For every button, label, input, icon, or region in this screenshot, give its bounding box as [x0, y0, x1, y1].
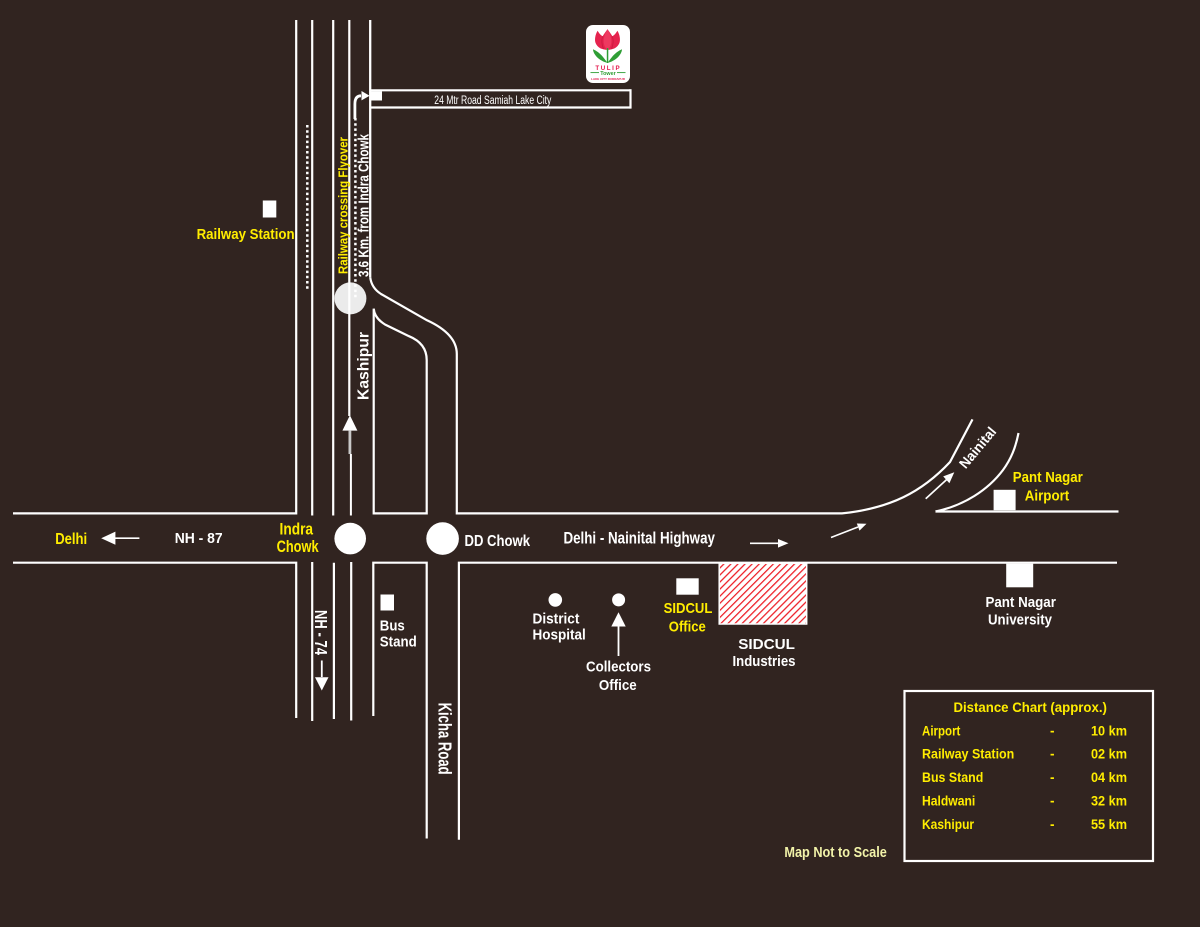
svg-text:55 km: 55 km: [1091, 817, 1127, 832]
svg-text:Indra: Indra: [280, 521, 314, 539]
svg-text:Railway Station: Railway Station: [922, 747, 1014, 762]
svg-text:NH - 74: NH - 74: [311, 610, 331, 655]
svg-text:-: -: [1050, 770, 1055, 785]
svg-text:04 km: 04 km: [1091, 770, 1127, 785]
svg-text:Bus: Bus: [380, 618, 405, 635]
svg-text:Kicha Road: Kicha Road: [435, 703, 455, 775]
svg-text:University: University: [988, 612, 1053, 629]
svg-text:SIDCUL: SIDCUL: [738, 636, 795, 653]
svg-text:Stand: Stand: [380, 633, 417, 650]
svg-text:SIDCUL: SIDCUL: [664, 600, 713, 617]
svg-text:Railway crossing Flyover: Railway crossing Flyover: [337, 137, 351, 274]
svg-text:Office: Office: [669, 619, 706, 636]
svg-text:-: -: [1050, 794, 1055, 809]
svg-text:24 Mtr Road Samiah Lake City: 24 Mtr Road Samiah Lake City: [434, 95, 551, 107]
svg-text:Bus Stand: Bus Stand: [922, 770, 983, 785]
svg-text:LAKE CITY RUDRAPUR: LAKE CITY RUDRAPUR: [591, 77, 626, 81]
svg-text:Hospital: Hospital: [533, 628, 586, 644]
svg-text:Kashipur: Kashipur: [922, 817, 975, 832]
svg-text:-: -: [1050, 747, 1055, 762]
svg-text:-: -: [1050, 817, 1055, 832]
svg-text:Pant Nagar: Pant Nagar: [1013, 469, 1083, 486]
svg-text:Pant Nagar: Pant Nagar: [985, 594, 1056, 611]
svg-text:Kashipur: Kashipur: [356, 332, 373, 400]
svg-text:Railway Station: Railway Station: [197, 226, 295, 243]
svg-text:Airport: Airport: [1025, 488, 1070, 505]
svg-text:DD Chowk: DD Chowk: [465, 533, 531, 550]
svg-text:Tower: Tower: [600, 71, 616, 77]
svg-text:Delhi - Nainital Highway: Delhi - Nainital Highway: [563, 530, 715, 548]
svg-text:TULIP: TULIP: [595, 65, 621, 72]
svg-text:Collectors: Collectors: [586, 658, 651, 675]
svg-text:NH - 87: NH - 87: [175, 530, 223, 547]
svg-text:10 km: 10 km: [1091, 724, 1127, 739]
svg-text:District: District: [533, 612, 580, 628]
svg-text:Airport: Airport: [922, 724, 961, 739]
svg-text:Delhi: Delhi: [55, 531, 87, 548]
svg-text:02 km: 02 km: [1091, 747, 1127, 762]
svg-text:Map Not to Scale: Map Not to Scale: [784, 844, 887, 861]
svg-text:-: -: [1050, 724, 1055, 739]
svg-text:Chowk: Chowk: [277, 538, 320, 556]
svg-text:Industries: Industries: [733, 653, 796, 670]
svg-text:Haldwani: Haldwani: [922, 794, 975, 809]
svg-text:3.6 Km. from Indra Chowk: 3.6 Km. from Indra Chowk: [357, 133, 373, 277]
svg-text:Distance Chart (approx.): Distance Chart (approx.): [953, 700, 1107, 715]
svg-text:32 km: 32 km: [1091, 794, 1127, 809]
svg-text:Office: Office: [599, 677, 637, 694]
